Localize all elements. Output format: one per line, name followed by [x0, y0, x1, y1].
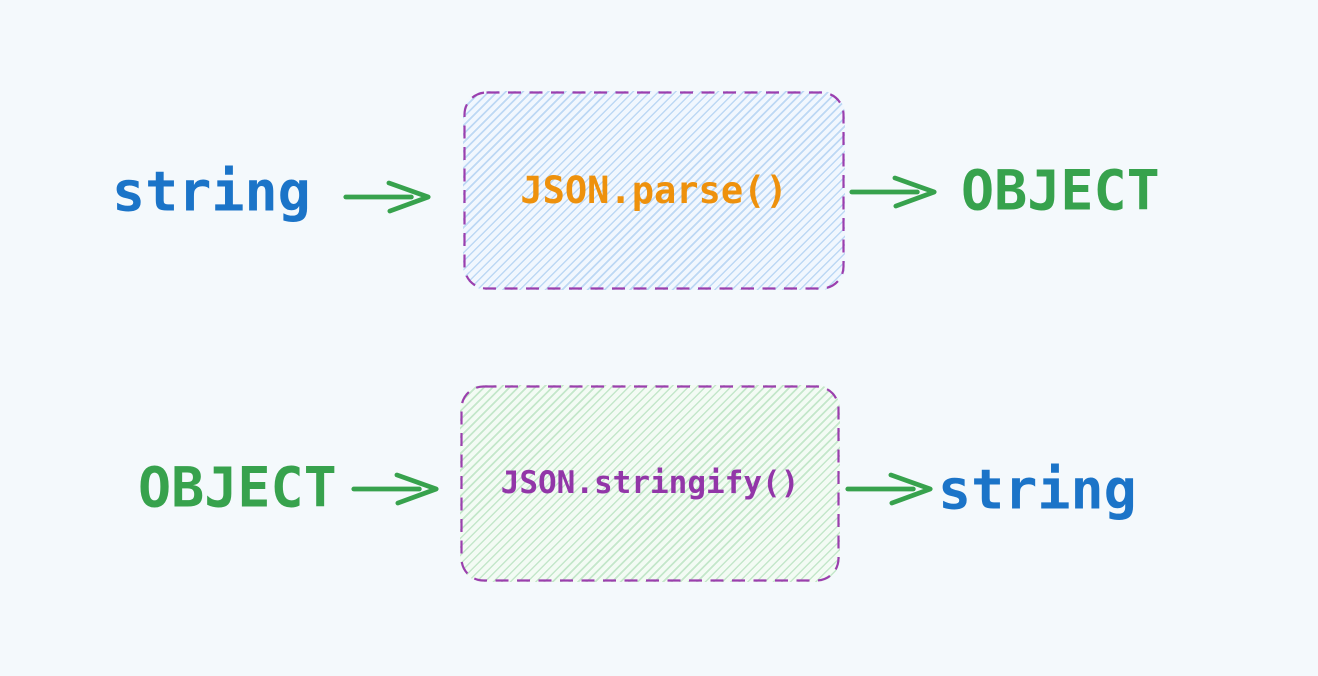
json-parse-box: JSON.parse() — [463, 91, 845, 290]
flow-arrow-icon — [849, 175, 937, 209]
row1-output-label-object: OBJECT — [961, 158, 1160, 223]
row1-input-label-string: string — [112, 159, 311, 224]
row2-output-label-string: string — [938, 457, 1137, 522]
json-stringify-box: JSON.stringify() — [460, 385, 840, 582]
flow-arrow-icon — [343, 180, 431, 214]
flow-arrow-icon — [351, 472, 439, 506]
row2-input-label-object: OBJECT — [138, 455, 337, 520]
flow-arrow-icon — [845, 472, 933, 506]
json-parse-label: JSON.parse() — [520, 169, 788, 212]
json-stringify-label: JSON.stringify() — [500, 465, 800, 501]
